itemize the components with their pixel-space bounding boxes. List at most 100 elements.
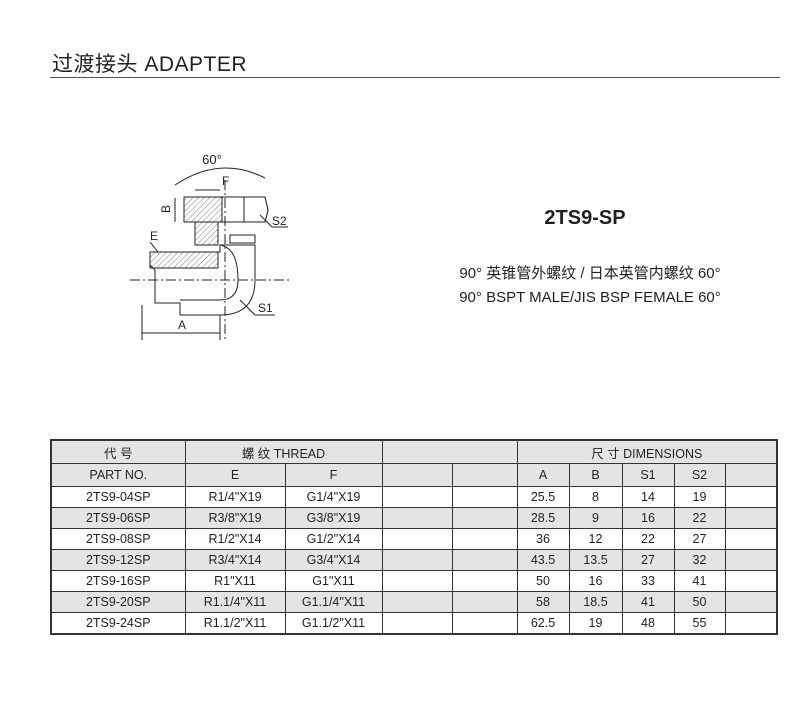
header-cell: A — [516, 463, 570, 487]
table-cell: 8 — [568, 486, 623, 508]
table-cell: 2TS9-16SP — [50, 570, 186, 592]
header-cell: B — [568, 463, 623, 487]
table-cell: 58 — [516, 591, 570, 613]
table-cell: R3/4"X14 — [184, 549, 286, 571]
table-cell: 41 — [673, 570, 726, 592]
header-cell — [451, 463, 518, 487]
label-s1: S1 — [258, 301, 273, 315]
header-part-group: 代 号 — [50, 439, 186, 464]
table-cell: 14 — [621, 486, 675, 508]
table-cell: 19 — [673, 486, 726, 508]
table-cell: 18.5 — [568, 591, 623, 613]
table-cell: 2TS9-12SP — [50, 549, 186, 571]
table-cell: 36 — [516, 528, 570, 550]
header-cell: S1 — [621, 463, 675, 487]
table-cell: G3/4"X14 — [284, 549, 383, 571]
table-cell: 9 — [568, 507, 623, 529]
table-cell — [381, 612, 453, 635]
table-cell: 12 — [568, 528, 623, 550]
header-cell: S2 — [673, 463, 726, 487]
table-cell — [724, 507, 778, 529]
table-cell: 25.5 — [516, 486, 570, 508]
table-cell — [724, 570, 778, 592]
table-cell — [381, 507, 453, 529]
table-cell — [451, 591, 518, 613]
table-cell: 27 — [673, 528, 726, 550]
table-cell — [724, 549, 778, 571]
table-cell: 62.5 — [516, 612, 570, 635]
header-cell — [724, 463, 778, 487]
header-thread-group: 螺 纹 THREAD — [184, 439, 383, 464]
model-number: 2TS9-SP — [544, 207, 626, 229]
table-cell — [724, 528, 778, 550]
table-cell: 13.5 — [568, 549, 623, 571]
table-cell: 43.5 — [516, 549, 570, 571]
table-cell: 55 — [673, 612, 726, 635]
label-b: B — [159, 205, 173, 213]
header-cell: F — [284, 463, 383, 487]
table-cell — [381, 591, 453, 613]
table-cell — [451, 507, 518, 529]
label-f: F — [222, 174, 229, 188]
table-cell: 32 — [673, 549, 726, 571]
angle-arc — [174, 167, 266, 186]
page-title: 过渡接头 ADAPTER — [52, 53, 248, 76]
table-cell: R1/2"X14 — [184, 528, 286, 550]
table-cell — [381, 549, 453, 571]
header-cell: E — [184, 463, 286, 487]
table-cell — [724, 486, 778, 508]
table-cell — [451, 612, 518, 635]
title-divider — [50, 77, 780, 78]
table-cell — [381, 486, 453, 508]
table-cell: 19 — [568, 612, 623, 635]
table-cell: R1"X11 — [184, 570, 286, 592]
table-cell: G1/2"X14 — [284, 528, 383, 550]
table-cell: 2TS9-20SP — [50, 591, 186, 613]
fitting-drawing: 60° F B E S2 S1 A — [130, 152, 290, 340]
table-cell: 2TS9-04SP — [50, 486, 186, 508]
table-cell: G1.1/4"X11 — [284, 591, 383, 613]
label-s2: S2 — [272, 214, 287, 228]
table-cell: 2TS9-08SP — [50, 528, 186, 550]
table-cell — [451, 486, 518, 508]
table-cell: 50 — [673, 591, 726, 613]
table-cell: 41 — [621, 591, 675, 613]
table-cell: 2TS9-24SP — [50, 612, 186, 635]
table-cell: G1.1/2"X11 — [284, 612, 383, 635]
table-cell: 16 — [568, 570, 623, 592]
table-cell: 28.5 — [516, 507, 570, 529]
table-cell: G3/8"X19 — [284, 507, 383, 529]
table-cell — [381, 528, 453, 550]
table-cell: R1.1/2"X11 — [184, 612, 286, 635]
table-cell: 33 — [621, 570, 675, 592]
table-cell: G1/4"X19 — [284, 486, 383, 508]
label-a: A — [178, 318, 186, 332]
angle-label: 60° — [202, 152, 222, 167]
table-cell: 2TS9-06SP — [50, 507, 186, 529]
table-cell: 50 — [516, 570, 570, 592]
table-cell: R1/4"X19 — [184, 486, 286, 508]
dimensions-table: 代 号 螺 纹 THREAD 尺 寸 DIMENSIONS PART NO. E… — [50, 439, 779, 635]
header-row-columns: PART NO. E F A B S1 S2 — [50, 463, 778, 487]
table-cell: 48 — [621, 612, 675, 635]
table-cell — [451, 570, 518, 592]
table-cell — [724, 612, 778, 635]
table-cell: 27 — [621, 549, 675, 571]
table-cell: R3/8"X19 — [184, 507, 286, 529]
table-cell — [724, 591, 778, 613]
label-e: E — [150, 229, 158, 243]
table-cell — [381, 570, 453, 592]
table-cell: 16 — [621, 507, 675, 529]
header-cell: PART NO. — [50, 463, 186, 487]
header-dimensions-group: 尺 寸 DIMENSIONS — [516, 439, 778, 464]
header-blank-group — [381, 439, 518, 464]
table-cell: R1.1/4"X11 — [184, 591, 286, 613]
